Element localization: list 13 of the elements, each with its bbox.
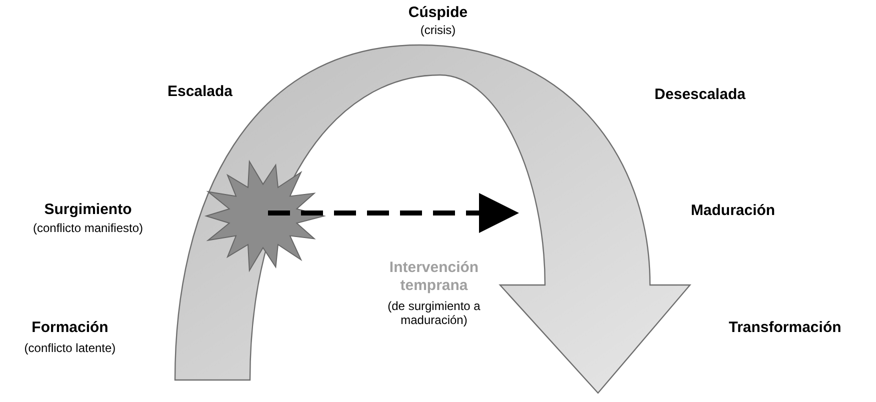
intervention-note: (de surgimiento a maduración) [386, 299, 482, 327]
stage-label: Surgimiento [43, 201, 133, 218]
stage-note: (crisis) [419, 23, 457, 37]
stage-label: Maduración [690, 202, 776, 219]
stage-label: Formación [30, 319, 110, 336]
dashed-arrow [268, 193, 519, 233]
stage-label: Cúspide [407, 4, 469, 21]
stage-note: (conflicto manifiesto) [32, 221, 144, 235]
stage-label: Escalada [166, 83, 234, 100]
stage-label: Transformación [728, 319, 842, 336]
stage-note: (conflicto latente) [23, 341, 117, 355]
stage-label: Desescalada [654, 86, 746, 103]
intervention-label: Intervención temprana [388, 259, 480, 295]
